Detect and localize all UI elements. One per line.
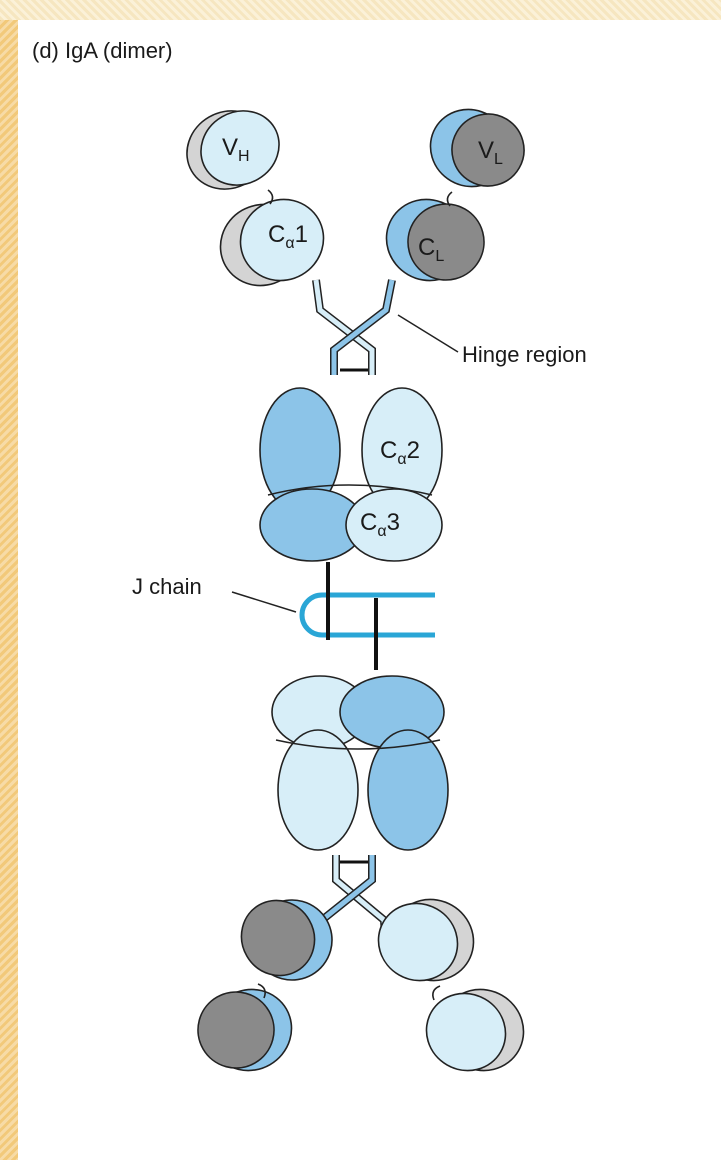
j-chain-label: J chain <box>132 574 202 599</box>
hinge-leader-line <box>398 315 458 352</box>
upper-right-fab <box>372 95 538 296</box>
upper-fc <box>260 388 442 561</box>
jchain-leader-line <box>232 592 296 612</box>
hinge-region-label: Hinge region <box>462 342 587 367</box>
lower-left-fab <box>184 885 347 1085</box>
diagram-title: (d) IgA (dimer) <box>32 38 173 64</box>
upper-left-fab <box>173 96 339 301</box>
upper-hinge <box>316 280 392 375</box>
lower-fc <box>272 676 448 850</box>
j-chain <box>302 562 435 670</box>
lower-right-fab <box>364 884 538 1085</box>
